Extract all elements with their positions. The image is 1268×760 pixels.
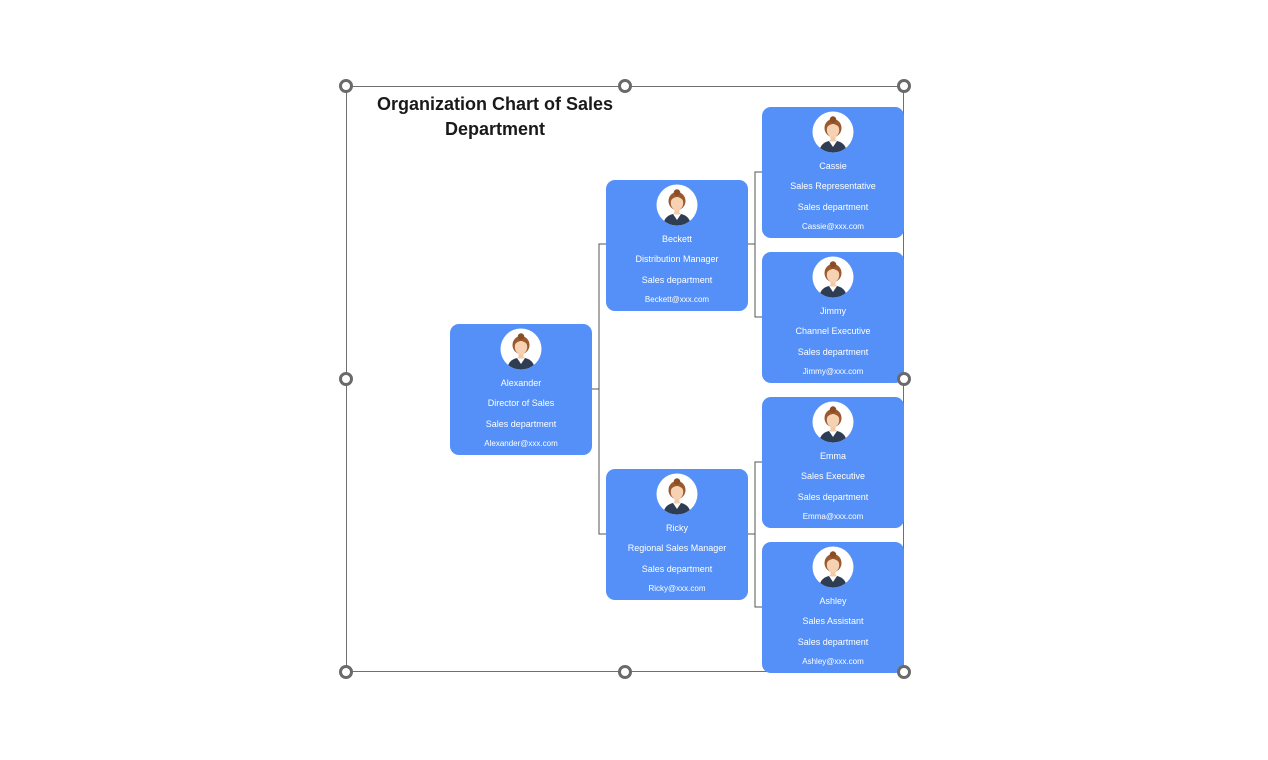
person-avatar-icon	[812, 546, 854, 588]
card-department: Sales department	[641, 275, 713, 285]
resize-handle-bottom-center[interactable]	[618, 665, 632, 679]
card-role: Director of Sales	[487, 398, 555, 408]
card-department: Sales department	[641, 564, 713, 574]
resize-handle-top-right[interactable]	[897, 79, 911, 93]
person-avatar-icon	[812, 111, 854, 153]
org-card-emma[interactable]: Emma Sales Executive Sales department Em…	[762, 397, 904, 528]
card-name: Alexander	[500, 378, 542, 388]
person-avatar-icon	[656, 184, 698, 226]
card-role: Regional Sales Manager	[627, 543, 727, 553]
card-name: Jimmy	[820, 306, 846, 316]
card-role: Sales Assistant	[802, 616, 864, 626]
card-email: Ashley@xxx.com	[802, 657, 864, 666]
connector-alexander-ricky	[598, 389, 606, 535]
org-card-beckett[interactable]: Beckett Distribution Manager Sales depar…	[606, 180, 748, 311]
org-card-ricky[interactable]: Ricky Regional Sales Manager Sales depar…	[606, 469, 748, 600]
card-role: Sales Representative	[790, 181, 876, 191]
connector-beckett-cassie	[748, 171, 762, 245]
card-department: Sales department	[485, 419, 557, 429]
card-department: Sales department	[797, 637, 869, 647]
connector-ricky-emma	[748, 461, 762, 535]
card-email: Emma@xxx.com	[802, 512, 864, 521]
card-name: Ricky	[666, 523, 688, 533]
connector-beckett-jimmy	[754, 244, 762, 318]
card-department: Sales department	[797, 347, 869, 357]
card-name: Beckett	[661, 234, 692, 244]
card-email: Alexander@xxx.com	[484, 439, 558, 448]
person-avatar-icon	[656, 473, 698, 515]
chart-title: Organization Chart of Sales Department	[376, 94, 614, 139]
card-email: Jimmy@xxx.com	[802, 367, 864, 376]
card-email: Beckett@xxx.com	[644, 295, 710, 304]
card-email: Ricky@xxx.com	[648, 584, 706, 593]
resize-handle-bottom-right[interactable]	[897, 665, 911, 679]
resize-handle-top-center[interactable]	[618, 79, 632, 93]
person-avatar-icon	[812, 256, 854, 298]
connector-ricky-ashley	[754, 534, 762, 608]
resize-handle-middle-right[interactable]	[897, 372, 911, 386]
resize-handle-middle-left[interactable]	[339, 372, 353, 386]
org-card-ashley[interactable]: Ashley Sales Assistant Sales department …	[762, 542, 904, 673]
connector-alexander-beckett	[592, 243, 606, 390]
card-email: Cassie@xxx.com	[802, 222, 864, 231]
card-role: Channel Executive	[795, 326, 871, 336]
card-name: Cassie	[819, 161, 847, 171]
org-card-alexander[interactable]: Alexander Director of Sales Sales depart…	[450, 324, 592, 455]
card-department: Sales department	[797, 202, 869, 212]
card-name: Emma	[819, 451, 846, 461]
resize-handle-bottom-left[interactable]	[339, 665, 353, 679]
card-department: Sales department	[797, 492, 869, 502]
card-role: Sales Executive	[800, 471, 866, 481]
org-card-jimmy[interactable]: Jimmy Channel Executive Sales department…	[762, 252, 904, 383]
person-avatar-icon	[500, 328, 542, 370]
card-name: Ashley	[819, 596, 847, 606]
person-avatar-icon	[812, 401, 854, 443]
org-card-cassie[interactable]: Cassie Sales Representative Sales depart…	[762, 107, 904, 238]
card-role: Distribution Manager	[635, 254, 719, 264]
resize-handle-top-left[interactable]	[339, 79, 353, 93]
